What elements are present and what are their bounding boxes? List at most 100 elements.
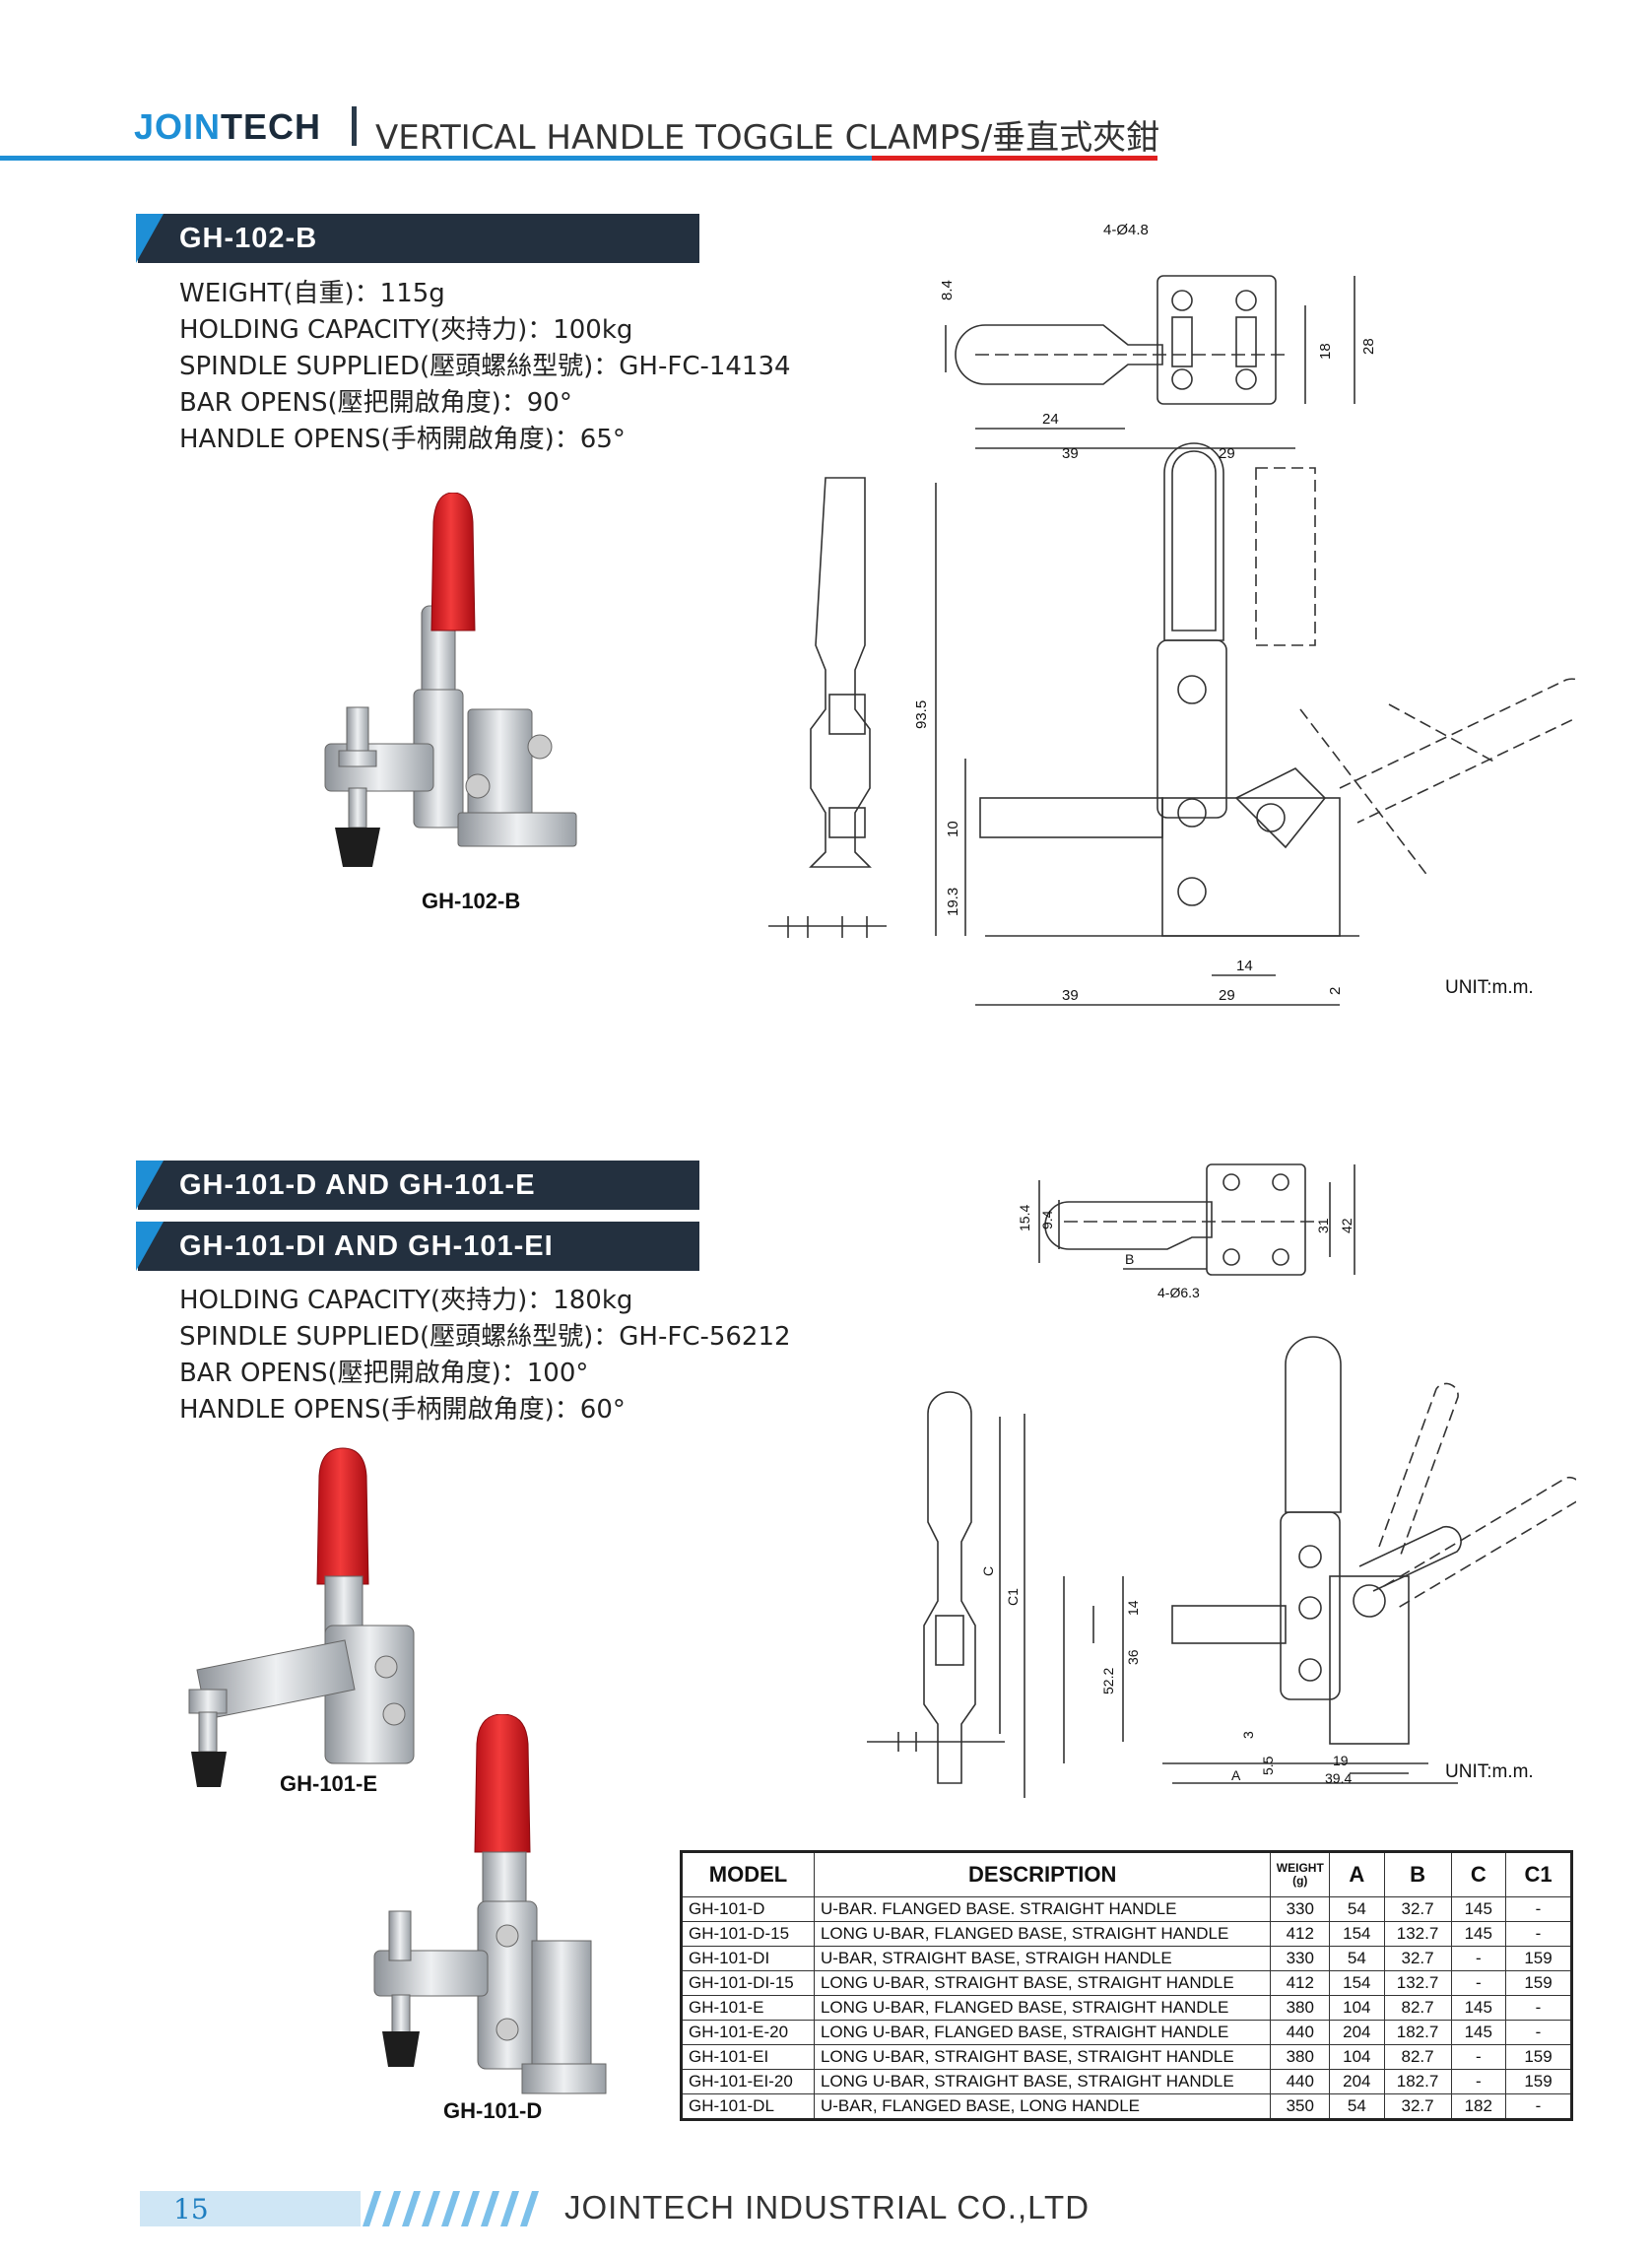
col-c: C (1450, 1851, 1507, 1897)
dim-label-31: 31 (1315, 1218, 1331, 1233)
cell-a: 204 (1329, 2020, 1385, 2045)
footer-stripe (481, 2191, 499, 2226)
cell-c: 145 (1450, 1921, 1507, 1947)
dim-label-9-4: 9.4 (1039, 1210, 1055, 1229)
cell-weight: 440 (1270, 2069, 1331, 2094)
cell-b: 82.7 (1383, 2044, 1452, 2070)
cell-b: 32.7 (1383, 2093, 1452, 2120)
cell-a: 54 (1329, 1896, 1385, 1922)
cell-c: 145 (1450, 1896, 1507, 1922)
spec-list-gh-101: HOLDING CAPACITY(夾持力)：180kg SPINDLE SUPP… (179, 1283, 791, 1428)
dim-label-14: 14 (1236, 958, 1253, 974)
cell-b: 32.7 (1383, 1946, 1452, 1971)
cell-a: 104 (1329, 2044, 1385, 2070)
cell-description: U-BAR. FLANGED BASE. STRAIGHT HANDLE (813, 1896, 1272, 1922)
header-rule-accent (872, 156, 1157, 161)
dim-label-36: 36 (1125, 1649, 1141, 1665)
cell-weight: 412 (1270, 1970, 1331, 1996)
dim-label-3: 3 (1240, 1731, 1256, 1739)
technical-drawing-gh-102-b: 4-Ø4.8 8.4 18 28 24 39 29 93.5 10 19.3 1… (768, 222, 1576, 1006)
footer-company: JOINTECH INDUSTRIAL CO.,LTD (564, 2189, 1090, 2225)
cell-c1: 159 (1505, 2044, 1572, 2070)
brand-logo-part-a: JOIN (134, 106, 222, 147)
dim-label-holes: 4-Ø4.8 (1103, 222, 1149, 238)
dim-label-18: 18 (1317, 343, 1334, 360)
spec-table: MODEL DESCRIPTION WEIGHT(g) A B C C1 GH-… (680, 1850, 1573, 2121)
cell-c1: - (1505, 1896, 1572, 1922)
cell-weight: 412 (1270, 1921, 1331, 1947)
dim-label-14: 14 (1125, 1600, 1141, 1616)
col-a: A (1329, 1851, 1385, 1897)
cell-a: 204 (1329, 2069, 1385, 2094)
spec-weight: WEIGHT(自重)：115g (179, 279, 445, 308)
spec-list-gh-102-b: WEIGHT(自重)：115g HOLDING CAPACITY(夾持力)：10… (179, 276, 791, 458)
dim-label-2: 2 (1327, 987, 1344, 995)
spec-spindle: SPINDLE SUPPLIED(壓頭螺絲型號)：GH-FC-14134 (179, 352, 791, 381)
cell-a: 54 (1329, 1946, 1385, 1971)
cell-b: 32.7 (1383, 1896, 1452, 1922)
col-weight-unit: (g) (1292, 1874, 1308, 1888)
section-title-gh-101-d-e: GH-101-D AND GH-101-E (136, 1161, 699, 1210)
cell-c: 182 (1450, 2093, 1507, 2120)
cell-c: - (1450, 1970, 1507, 1996)
cell-a: 154 (1329, 1970, 1385, 1996)
footer-stripe (520, 2191, 539, 2226)
cell-description: LONG U-BAR, FLANGED BASE, STRAIGHT HANDL… (813, 1921, 1272, 1947)
col-weight-label: WEIGHT (1276, 1861, 1324, 1875)
dim-label-39-bottom: 39 (1062, 987, 1079, 1004)
cell-b: 132.7 (1383, 1921, 1452, 1947)
cell-c1: 159 (1505, 2069, 1572, 2094)
cell-weight: 330 (1270, 1896, 1331, 1922)
dim-label-39-top: 39 (1062, 445, 1079, 462)
footer-stripe (422, 2191, 440, 2226)
cell-c1: - (1505, 2020, 1572, 2045)
spec-spindle: SPINDLE SUPPLIED(壓頭螺絲型號)：GH-FC-56212 (179, 1322, 791, 1352)
col-weight: WEIGHT(g) (1270, 1851, 1331, 1897)
dim-label-15-4: 15.4 (1017, 1205, 1032, 1231)
cell-model: GH-101-E (681, 1995, 815, 2021)
cell-a: 54 (1329, 2093, 1385, 2120)
footer-stripe (441, 2191, 460, 2226)
footer-stripe (363, 2191, 381, 2226)
cell-description: LONG U-BAR, FLANGED BASE, STRAIGHT HANDL… (813, 2020, 1272, 2045)
dim-label-c1: C1 (1005, 1588, 1021, 1606)
cell-b: 182.7 (1383, 2069, 1452, 2094)
brand-logo: JOINTECH (134, 106, 321, 148)
dim-label-8-4: 8.4 (939, 280, 956, 300)
footer-stripes-decoration (363, 2191, 539, 2226)
cell-weight: 350 (1270, 2093, 1331, 2120)
product-photo-gh-102-b (324, 493, 577, 867)
table-header-row: MODEL DESCRIPTION WEIGHT(g) A B C C1 (681, 1851, 1572, 1897)
col-description: DESCRIPTION (813, 1851, 1272, 1897)
dim-label-5-5: 5.5 (1260, 1756, 1276, 1775)
dim-label-42: 42 (1339, 1218, 1355, 1233)
cell-weight: 380 (1270, 1995, 1331, 2021)
cell-model: GH-101-E-20 (681, 2020, 815, 2045)
cell-c: 145 (1450, 2020, 1507, 2045)
section-title-gh-102-b: GH-102-B (136, 214, 699, 263)
dim-label-24: 24 (1042, 411, 1059, 428)
dim-label-93-5: 93.5 (913, 700, 930, 729)
cell-description: U-BAR, STRAIGHT BASE, STRAIGH HANDLE (813, 1946, 1272, 1971)
cell-description: LONG U-BAR, STRAIGHT BASE, STRAIGHT HAND… (813, 2044, 1272, 2070)
dim-label-b: B (1125, 1251, 1134, 1267)
cell-model: GH-101-DL (681, 2093, 815, 2120)
product-photo-gh-101-d (373, 1714, 607, 2094)
cell-weight: 330 (1270, 1946, 1331, 1971)
cell-c1: 159 (1505, 1946, 1572, 1971)
dim-label-29-top: 29 (1219, 445, 1235, 462)
cell-weight: 440 (1270, 2020, 1331, 2045)
dim-label-29-bottom: 29 (1219, 987, 1235, 1004)
cell-weight: 380 (1270, 2044, 1331, 2070)
unit-label-2: UNIT:m.m. (1445, 1761, 1534, 1782)
photo-caption-gh-101-e: GH-101-E (280, 1771, 378, 1796)
cell-model: GH-101-D (681, 1896, 815, 1922)
cell-model: GH-101-D-15 (681, 1921, 815, 1947)
col-model: MODEL (681, 1851, 815, 1897)
